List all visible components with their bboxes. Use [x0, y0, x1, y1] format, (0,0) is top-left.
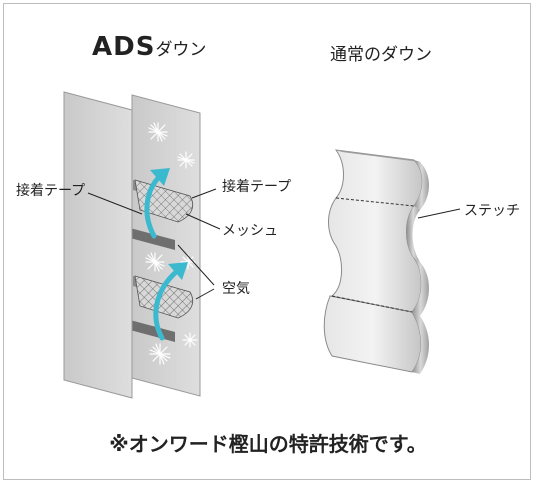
stitch-label: ステッチ	[464, 203, 520, 219]
patent-note: ※オンワード樫山の特許技術です。	[109, 432, 427, 456]
mesh-label: メッシュ	[222, 223, 278, 239]
air-flow-arrow	[144, 173, 179, 341]
ads-title-suffix: ダウン	[155, 40, 207, 60]
adhesive-tape-label-left: 接着テープ	[16, 183, 86, 199]
normal-down-quilt	[323, 149, 461, 374]
air-label: 空気	[222, 281, 250, 297]
air-arrow-heads	[150, 168, 188, 280]
ads-front-panel	[63, 91, 133, 399]
ads-title-main: ADS	[92, 32, 156, 62]
ads-down-title: ADSダウン	[92, 32, 206, 62]
normal-down-title: 通常のダウン	[330, 45, 432, 65]
ads-leader-lines	[87, 188, 221, 300]
stitch-lines	[331, 197, 415, 313]
adhesive-tape-label-right: 接着テープ	[222, 179, 292, 195]
stitch-leader-line	[417, 208, 461, 219]
